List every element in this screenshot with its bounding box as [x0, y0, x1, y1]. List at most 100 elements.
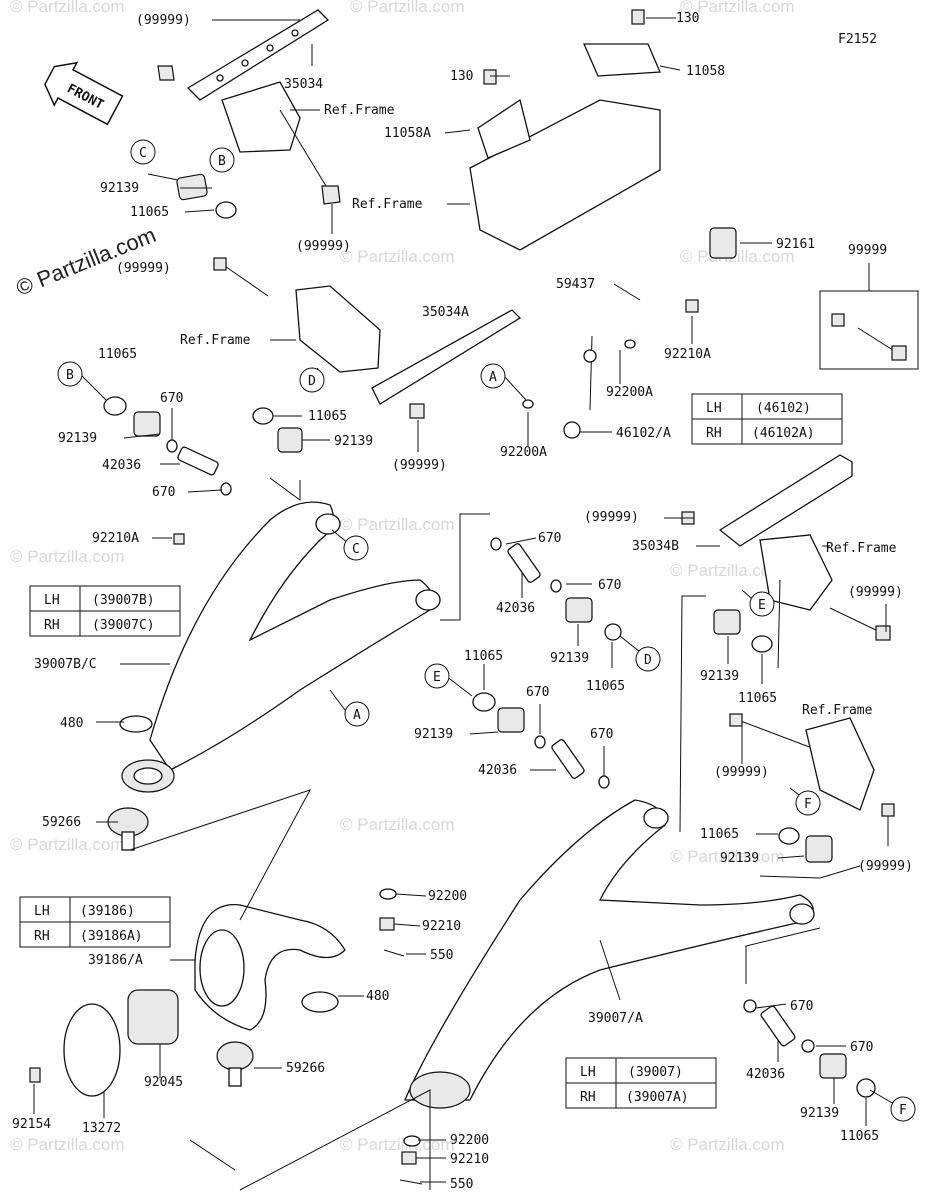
washer-92200	[379, 888, 397, 900]
oring-670	[220, 482, 232, 496]
oring-670	[166, 439, 178, 453]
watermark-layer: © Partzilla.com © Partzilla.com © Partzi…	[10, 0, 795, 1154]
part-label: 13272	[82, 1121, 121, 1136]
washer-92200	[403, 1135, 421, 1147]
washer-11065	[215, 201, 237, 219]
bearing-92045	[127, 989, 179, 1045]
part-label: 42036	[496, 601, 535, 616]
svg-text:C: C	[352, 542, 360, 557]
svg-text:B: B	[218, 154, 226, 169]
svg-text:LH: LH	[580, 1065, 596, 1080]
part-label: 92139	[414, 727, 453, 742]
part-label: 92139	[550, 651, 589, 666]
part-label: 46102/A	[616, 426, 671, 441]
part-labels: (99999) 35034 Ref.Frame 92139 11065 (999…	[12, 11, 913, 1192]
part-label: 11065	[700, 827, 739, 842]
svg-text:D: D	[308, 374, 316, 389]
svg-text:D: D	[644, 653, 652, 668]
svg-text:RH: RH	[580, 1090, 596, 1105]
nut-99999	[157, 65, 175, 81]
part-label: (99999)	[116, 261, 171, 276]
part-label: 35034	[284, 77, 323, 92]
svg-text:F: F	[804, 797, 812, 812]
upper-front-bracket-group	[157, 9, 341, 219]
frame-mount-right	[759, 534, 833, 611]
bushing-92161	[709, 227, 737, 259]
bracket-35034A	[371, 309, 522, 405]
svg-text:RH: RH	[34, 929, 50, 944]
bolt-130	[483, 69, 497, 85]
stabilizer-group	[469, 9, 892, 439]
watermark: © Partzilla.com	[340, 247, 455, 266]
bushing-92139	[805, 835, 833, 863]
part-label: 11058A	[384, 126, 431, 141]
callouts: C B B D A C A D E E F F	[57, 139, 916, 1122]
table-39007bc: LH (39007B) RH (39007C)	[29, 585, 181, 637]
cover-13272	[63, 1003, 121, 1097]
svg-text:RH: RH	[44, 618, 60, 633]
table-46102: LH (46102) RH (46102A)	[691, 393, 843, 445]
svg-text:F: F	[899, 1103, 907, 1118]
svg-text:(39007B): (39007B)	[92, 593, 155, 608]
lower-ball-joint-59266	[216, 1041, 254, 1087]
collar-42036	[507, 543, 541, 583]
part-label: 92200A	[606, 385, 653, 400]
bushing-92139	[713, 609, 741, 635]
svg-text:LH: LH	[34, 904, 50, 919]
part-label: 130	[676, 11, 699, 26]
right-frame-mount-group	[681, 454, 895, 863]
washer-11065	[252, 407, 274, 425]
bushing-92139	[565, 597, 593, 623]
svg-text:(39186A): (39186A)	[80, 929, 143, 944]
callout-b-left: B	[57, 361, 83, 387]
nut-92210A	[173, 533, 185, 545]
part-label: 39007B/C	[34, 657, 97, 672]
part-label: 92210	[422, 919, 461, 934]
oring-670	[801, 1039, 815, 1053]
lower-right-bushing-group	[743, 999, 876, 1098]
part-label: (99999)	[296, 239, 351, 254]
part-label: 92200	[428, 889, 467, 904]
oring-670	[490, 537, 502, 551]
watermark: © Partzilla.com	[680, 0, 795, 16]
lower-a-arm	[399, 799, 815, 1185]
svg-text:(39007): (39007)	[628, 1065, 683, 1080]
washer-11065	[103, 396, 127, 416]
watermark: © Partzilla.com	[10, 0, 125, 16]
watermark: © Partzilla.com	[680, 247, 795, 266]
bolt-130-top	[631, 9, 645, 25]
part-label: (99999)	[848, 585, 903, 600]
svg-text:RH: RH	[706, 426, 722, 441]
part-label: 59437	[556, 277, 595, 292]
part-label: 11065	[308, 409, 347, 424]
part-label: 670	[526, 685, 549, 700]
part-label: 11065	[738, 691, 777, 706]
svg-text:B: B	[66, 368, 74, 383]
svg-text:(39007C): (39007C)	[92, 618, 155, 633]
frame-mount	[221, 81, 301, 153]
part-label: 11065	[464, 649, 503, 664]
knuckle-39186	[29, 888, 405, 1097]
oring-670	[598, 775, 610, 789]
part-label: 92161	[776, 237, 815, 252]
part-label: 92139	[720, 851, 759, 866]
watermark: © Partzilla.com	[670, 561, 785, 580]
part-label: Ref.Frame	[802, 703, 873, 718]
bushing-92139	[277, 427, 303, 453]
table-39007: LH (39007) RH (39007A)	[565, 1057, 717, 1109]
callout-b-top: B	[209, 147, 235, 173]
svg-text:E: E	[433, 670, 441, 685]
bolt-99999	[321, 185, 341, 205]
part-label: 670	[590, 727, 613, 742]
nut-92210	[379, 917, 395, 931]
part-label: 92154	[12, 1117, 51, 1132]
mid-bushing-group	[472, 537, 622, 789]
svg-text:C: C	[139, 146, 147, 161]
part-label: 670	[152, 485, 175, 500]
callout-d-mid: D	[299, 367, 325, 393]
part-label: 92210A	[92, 531, 139, 546]
part-label: 92139	[334, 434, 373, 449]
part-label: 99999	[848, 243, 887, 258]
part-label: 670	[160, 391, 183, 406]
part-label: 39186/A	[88, 953, 143, 968]
